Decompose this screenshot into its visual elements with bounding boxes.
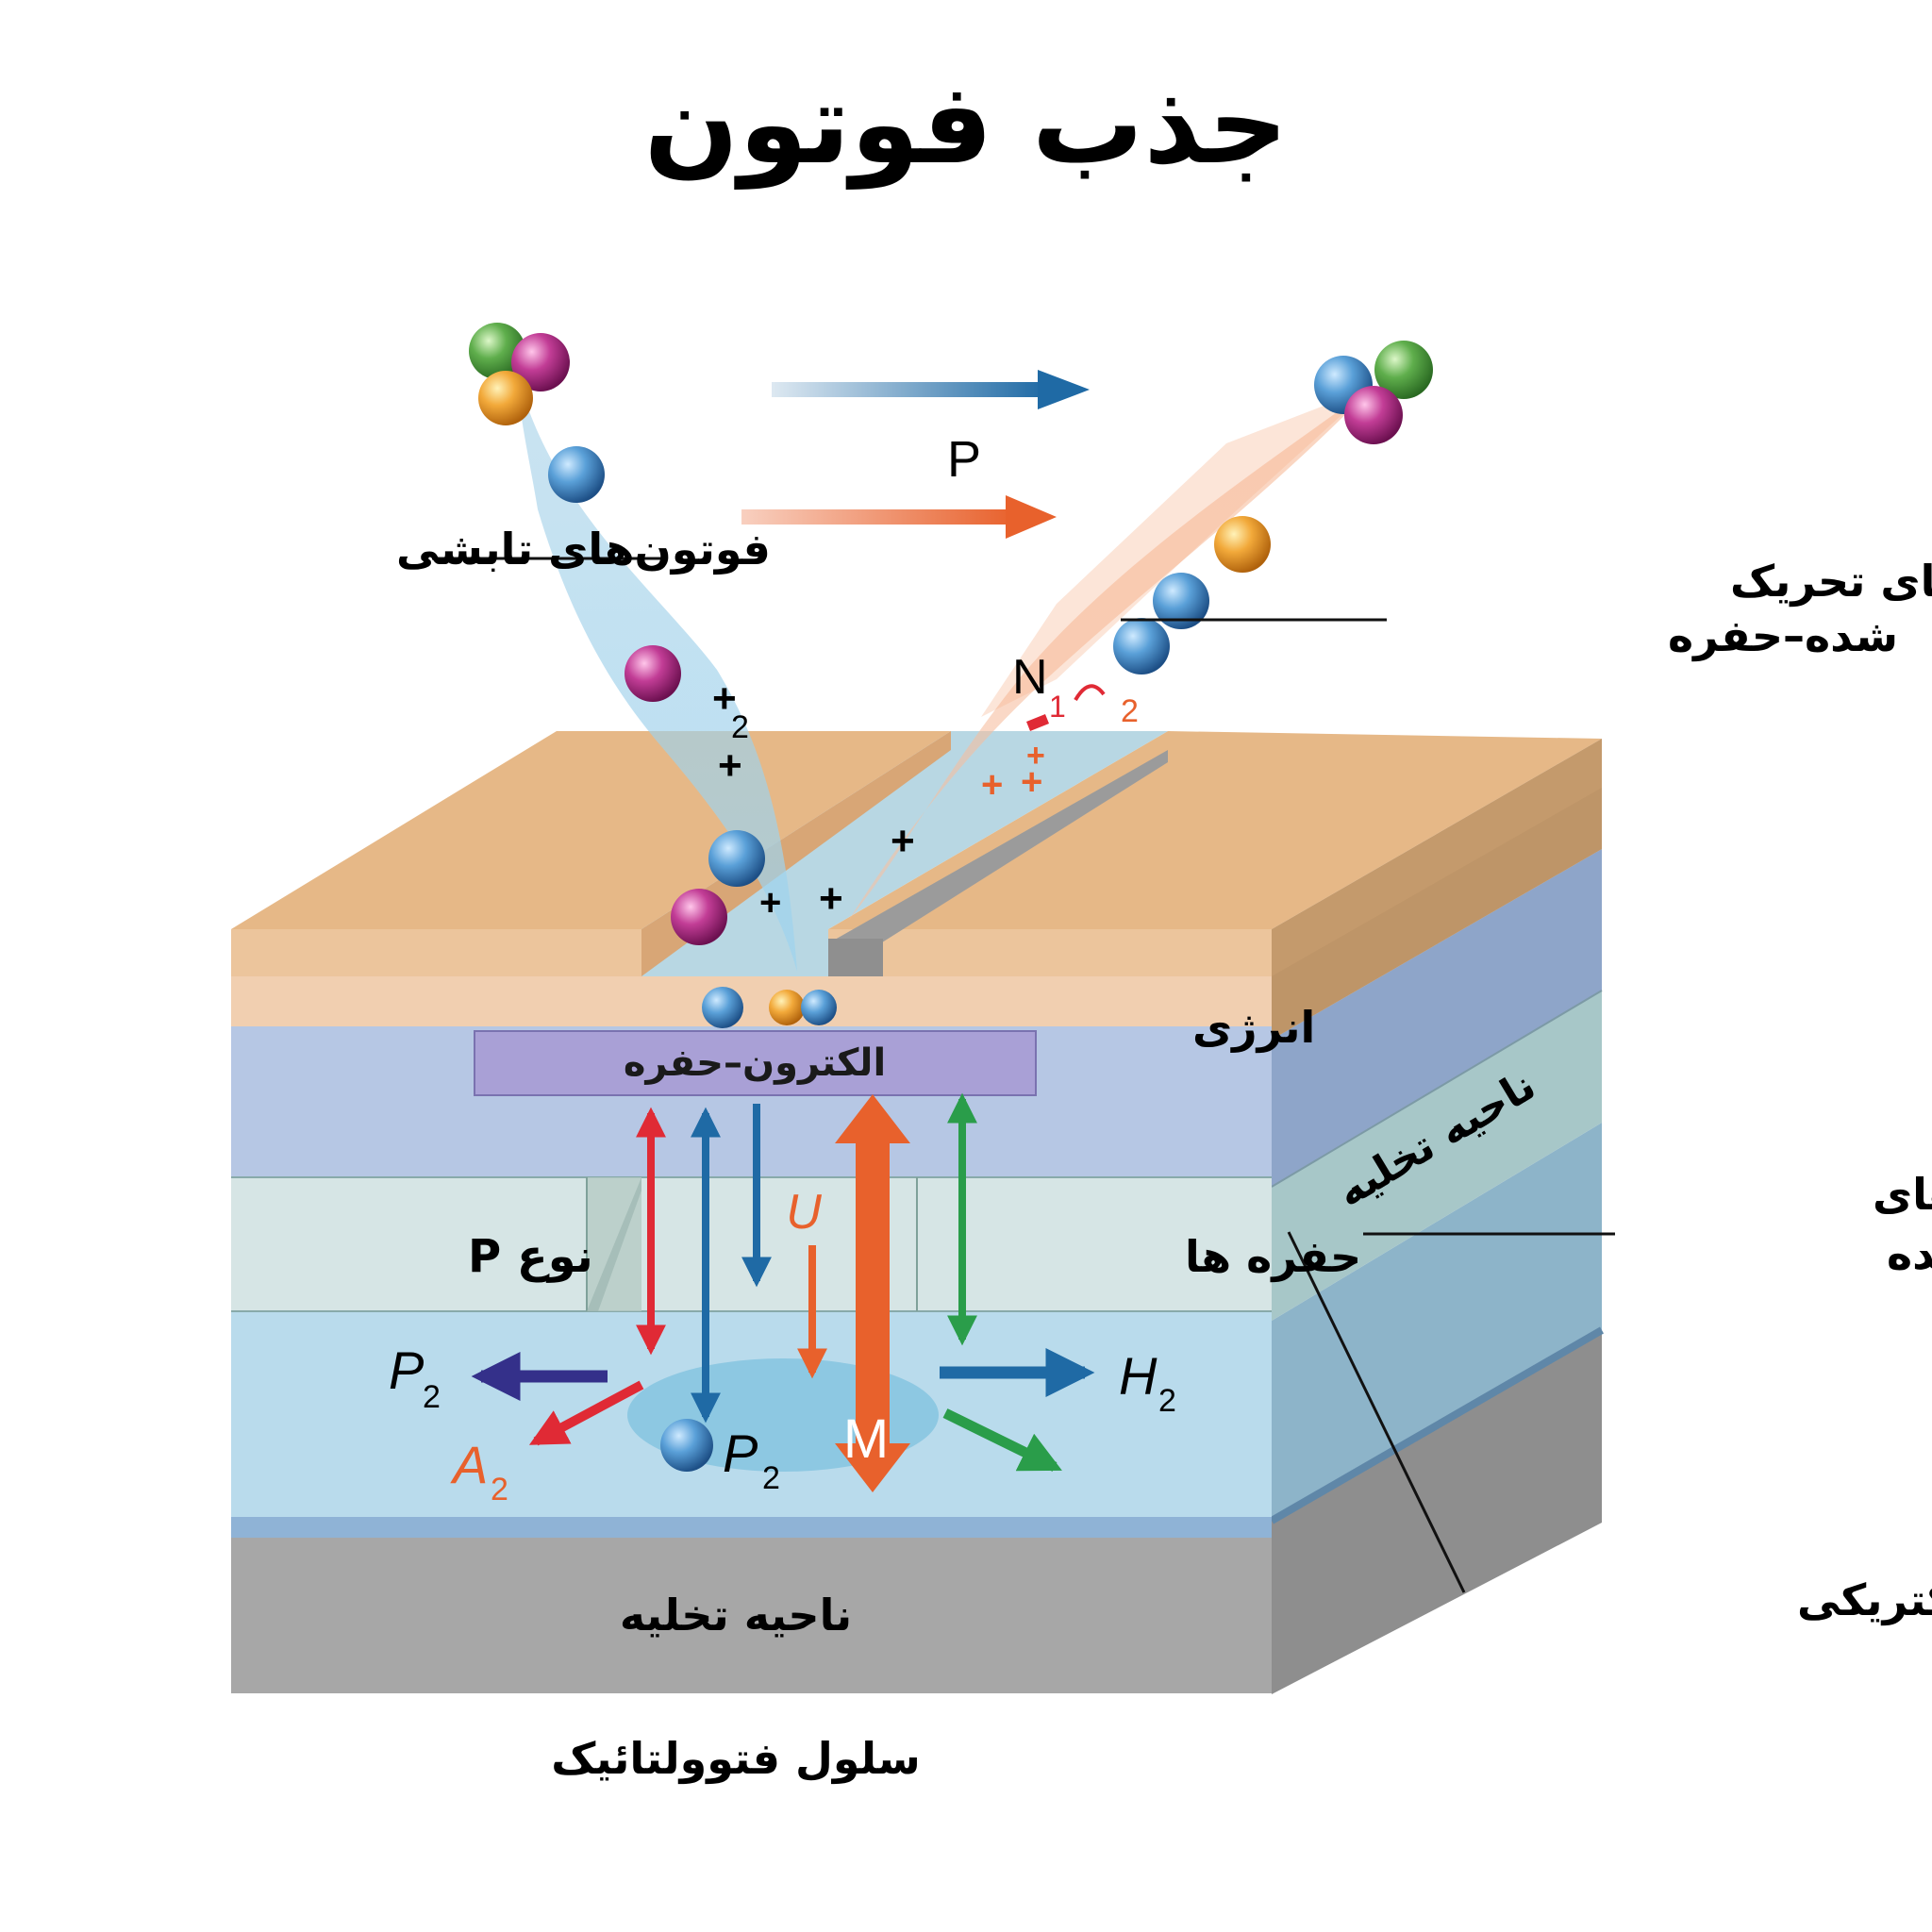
carrier-particle [660, 1419, 713, 1472]
front-substrate [231, 1538, 1272, 1693]
label-holes: حفره ها [1185, 1231, 1361, 1282]
u-label: U [786, 1185, 822, 1240]
label-depletion-bottom: ناحیه تخلیه [620, 1590, 852, 1641]
plus-subscript: 2 [731, 709, 749, 745]
front-p-layer [231, 1177, 1272, 1311]
momentum-label: P [947, 431, 981, 488]
photon-cluster-left [469, 323, 570, 425]
green-diagonal-arrow [942, 1408, 1062, 1472]
leader-electric-current [1287, 1231, 1466, 1593]
h2-label: H [1119, 1346, 1158, 1406]
label-electron-hole: الکترون–حفره [624, 1041, 886, 1085]
junction-particle [801, 990, 837, 1025]
plus-sign: + [891, 818, 915, 864]
page-title: جذب فوتون [643, 58, 1288, 190]
n-subscript: 1 [1049, 690, 1066, 724]
photon-particle [548, 446, 605, 503]
solar-cell-block [231, 731, 1604, 1694]
n-label: N [1012, 650, 1048, 705]
label-excited-pairs-top-1: جفت‌های تحریک [1730, 556, 1932, 607]
plus-sign: + [981, 764, 1003, 806]
electron-hole-bar [474, 1030, 1037, 1096]
label-photovoltaic-cell: سلول فتوولتائیک [551, 1733, 921, 1784]
p2-left-sub: 2 [423, 1379, 441, 1415]
top-front-band [231, 976, 1272, 1026]
electrode-right-ridge [828, 750, 1168, 976]
plus-sign: + [718, 742, 742, 789]
junction-particle [769, 990, 805, 1025]
plus-sign: + [1021, 761, 1042, 803]
h2-sub: 2 [1158, 1383, 1176, 1419]
big-orange-double-arrow [835, 1094, 910, 1492]
electrode-right-front [828, 929, 1272, 976]
photon-particle [708, 830, 765, 887]
p2-left-label: P [389, 1341, 424, 1400]
m-label: M [843, 1408, 889, 1470]
plus-sign: + [1026, 738, 1045, 774]
label-electric-current: جریان الکتریکی [1797, 1574, 1932, 1625]
electrode-right-top [828, 731, 1602, 929]
a2-sub: 2 [491, 1472, 508, 1507]
n-tail-label: 2 [1121, 693, 1139, 729]
plus-sign: + [759, 882, 781, 924]
label-incident-photons: فوتون‌های تابشی [396, 524, 771, 575]
p2-mid-sub: 2 [762, 1460, 780, 1496]
a2-label: A [450, 1435, 488, 1494]
label-excited-pairs-side-2: تحریک شده [1887, 1228, 1932, 1279]
p2-mid-label: P [723, 1424, 758, 1483]
electrode-left-front [231, 929, 641, 976]
front-thin-blue-line [231, 1517, 1272, 1538]
side-face-n-layer [1272, 1123, 1602, 1521]
top-blue-arrow [772, 370, 1090, 409]
plus-sign: + [819, 875, 843, 922]
excited-particle [1113, 618, 1170, 675]
side-face-depletion [1272, 991, 1602, 1321]
photon-cluster-right [1314, 341, 1433, 444]
red-diagonal-arrow [528, 1380, 644, 1446]
photon-particle [671, 889, 727, 945]
photon-particle [625, 645, 681, 702]
label-energy: انرژی [1192, 1002, 1315, 1053]
side-face-top-band [1272, 849, 1602, 1187]
electrode-left-top [231, 731, 951, 929]
junction-particle [702, 987, 743, 1028]
excited-particle [1214, 516, 1271, 573]
top-orange-arrow [741, 495, 1057, 539]
label-p-type: نوع P [468, 1230, 593, 1283]
excited-particle [1153, 573, 1209, 629]
plus-sign: + [712, 675, 737, 722]
label-excited-pairs-top-2: شده–حفره [1668, 610, 1898, 661]
label-excited-pairs-side-1: جفت های [1873, 1169, 1932, 1220]
side-face-substrate [1272, 1330, 1602, 1694]
